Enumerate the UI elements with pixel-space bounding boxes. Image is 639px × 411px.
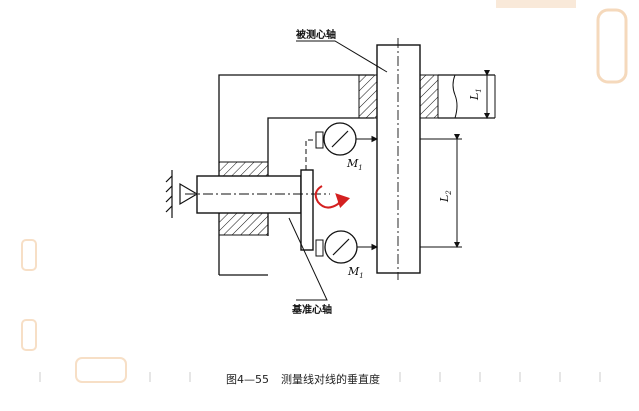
reference-mandrel	[185, 169, 330, 251]
tested-mandrel	[376, 38, 421, 280]
dial-indicator-bottom	[315, 230, 379, 264]
dimension-l1	[484, 70, 496, 119]
indicator-arm	[305, 139, 316, 170]
gauge-bottom-label: M1	[347, 265, 364, 280]
figure-number: 图4—55	[226, 373, 269, 386]
figure-caption: 测量线对线的垂直度	[281, 372, 380, 386]
bottom-ruler-marks	[39, 372, 601, 382]
watermark-marks	[21, 0, 628, 383]
center-support	[165, 170, 199, 218]
dim-l2-label: L2	[438, 190, 453, 203]
gauge-top-label: M1	[346, 157, 363, 172]
leader-lines	[288, 40, 388, 301]
housing-hatch	[218, 161, 269, 236]
dial-indicator-top	[315, 122, 379, 156]
rotation-arrow-icon	[314, 185, 351, 209]
top-bore-hatch	[358, 74, 495, 119]
tested-mandrel-label: 被测心轴	[296, 28, 336, 41]
dimension-l2	[420, 134, 462, 248]
dim-l1-label: L1	[468, 88, 483, 101]
reference-mandrel-label: 基准心轴	[291, 303, 332, 316]
